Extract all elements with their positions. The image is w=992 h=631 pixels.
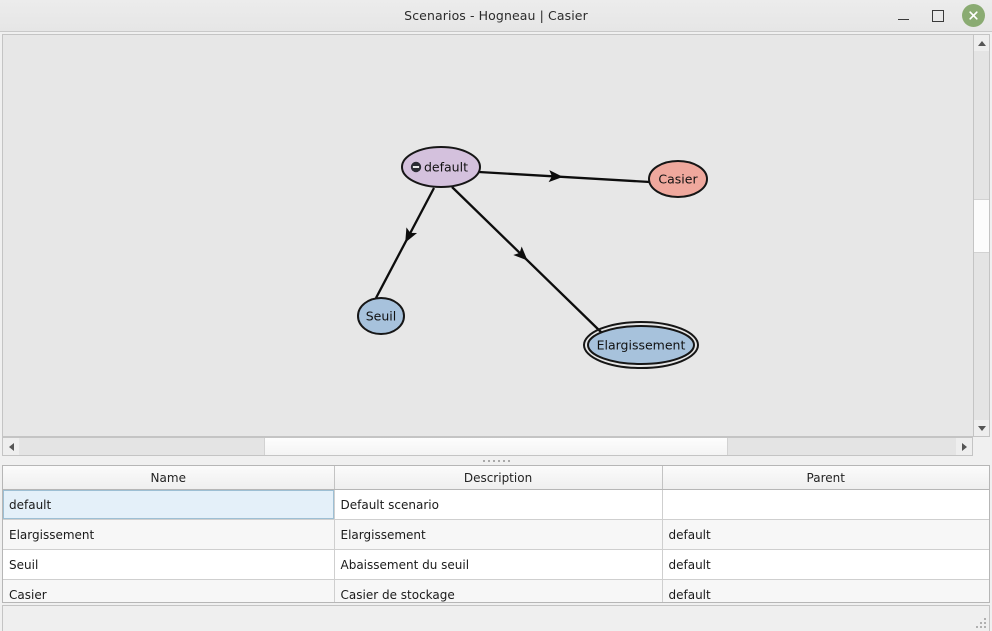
scroll-up-arrow[interactable] [974,35,989,51]
graph-node-label: Seuil [366,309,397,324]
chevron-down-icon [977,425,986,431]
chevron-right-icon [961,442,967,451]
graph-node-label: Elargissement [597,338,686,353]
minimize-button[interactable] [892,5,914,27]
graph-node-shape[interactable] [648,160,708,198]
cell-name[interactable]: Seuil [3,549,335,580]
graph-edge-arrow-Elargissement [513,246,528,261]
table-header: Name Description Parent [3,466,989,490]
cell-name[interactable]: default [3,489,335,520]
horizontal-scroll-track[interactable] [19,438,956,455]
maximize-icon [932,9,944,22]
splitter-dot [487,459,490,462]
graph-edge-default-to-Seuil[interactable] [374,187,436,299]
graph-node-label: default [424,160,468,175]
resize-grip[interactable] [974,616,986,628]
splitter-dot [482,459,485,462]
vertical-scrollbar[interactable] [973,34,990,437]
panel-splitter[interactable] [0,456,992,465]
cell-description[interactable]: Casier de stockage [334,579,663,602]
splitter-dot [502,459,505,462]
column-header-name[interactable]: Name [3,466,335,490]
cell-description[interactable]: Default scenario [334,489,663,520]
splitter-dot [507,459,510,462]
horizontal-scroll-thumb[interactable] [264,438,728,455]
window-controls [892,0,985,31]
window-title: Scenarios - Hogneau | Casier [404,8,588,23]
chevron-up-icon [977,40,986,46]
horizontal-scrollbar[interactable] [2,437,973,456]
graph-edges [374,170,651,334]
scroll-left-arrow[interactable] [3,438,19,455]
graph-node-shape[interactable] [357,297,405,335]
status-bar [2,605,990,631]
cell-name[interactable]: Elargissement [3,519,335,550]
table-header-row: Name Description Parent [3,466,989,490]
cell-parent[interactable]: default [662,549,989,580]
horizontal-scrollbar-row [0,437,992,456]
cell-description[interactable]: Abaissement du seuil [334,549,663,580]
vertical-scroll-track[interactable] [974,51,989,420]
graph-node-Casier[interactable]: Casier [648,160,708,198]
cell-description[interactable]: Elargissement [334,519,663,550]
title-bar[interactable]: Scenarios - Hogneau | Casier [0,0,992,32]
close-icon [969,11,978,20]
graph-edge-arrow-Seuil [405,227,418,243]
column-header-parent[interactable]: Parent [662,466,989,490]
graph-edge-arrow-Casier [548,170,563,183]
graph-node-selection-ring [583,321,699,369]
graph-node-shape[interactable] [587,325,695,365]
splitter-dot [497,459,500,462]
graph-edge-default-to-Casier[interactable] [478,170,651,184]
vertical-scroll-thumb[interactable] [974,199,989,253]
chevron-left-icon [8,442,14,451]
cell-parent[interactable]: default [662,579,989,602]
cell-parent[interactable]: default [662,519,989,550]
maximize-button[interactable] [927,5,949,27]
graph-node-shape[interactable] [401,146,481,188]
close-button[interactable] [962,4,985,27]
cell-parent[interactable] [662,489,989,520]
minus-icon-bar [412,166,420,168]
column-header-description[interactable]: Description [334,466,663,490]
cell-name[interactable]: Casier [3,579,335,602]
splitter-dot [492,459,495,462]
minimize-icon [897,18,909,20]
scroll-down-arrow[interactable] [974,420,989,436]
graph-node-Elargissement[interactable]: Elargissement [583,321,699,369]
scrollbar-corner [973,437,990,456]
scroll-right-arrow[interactable] [956,438,972,455]
graph-node-default[interactable]: default [401,146,481,188]
graph-node-Seuil[interactable]: Seuil [357,297,405,335]
graph-node-label: Casier [658,172,698,187]
